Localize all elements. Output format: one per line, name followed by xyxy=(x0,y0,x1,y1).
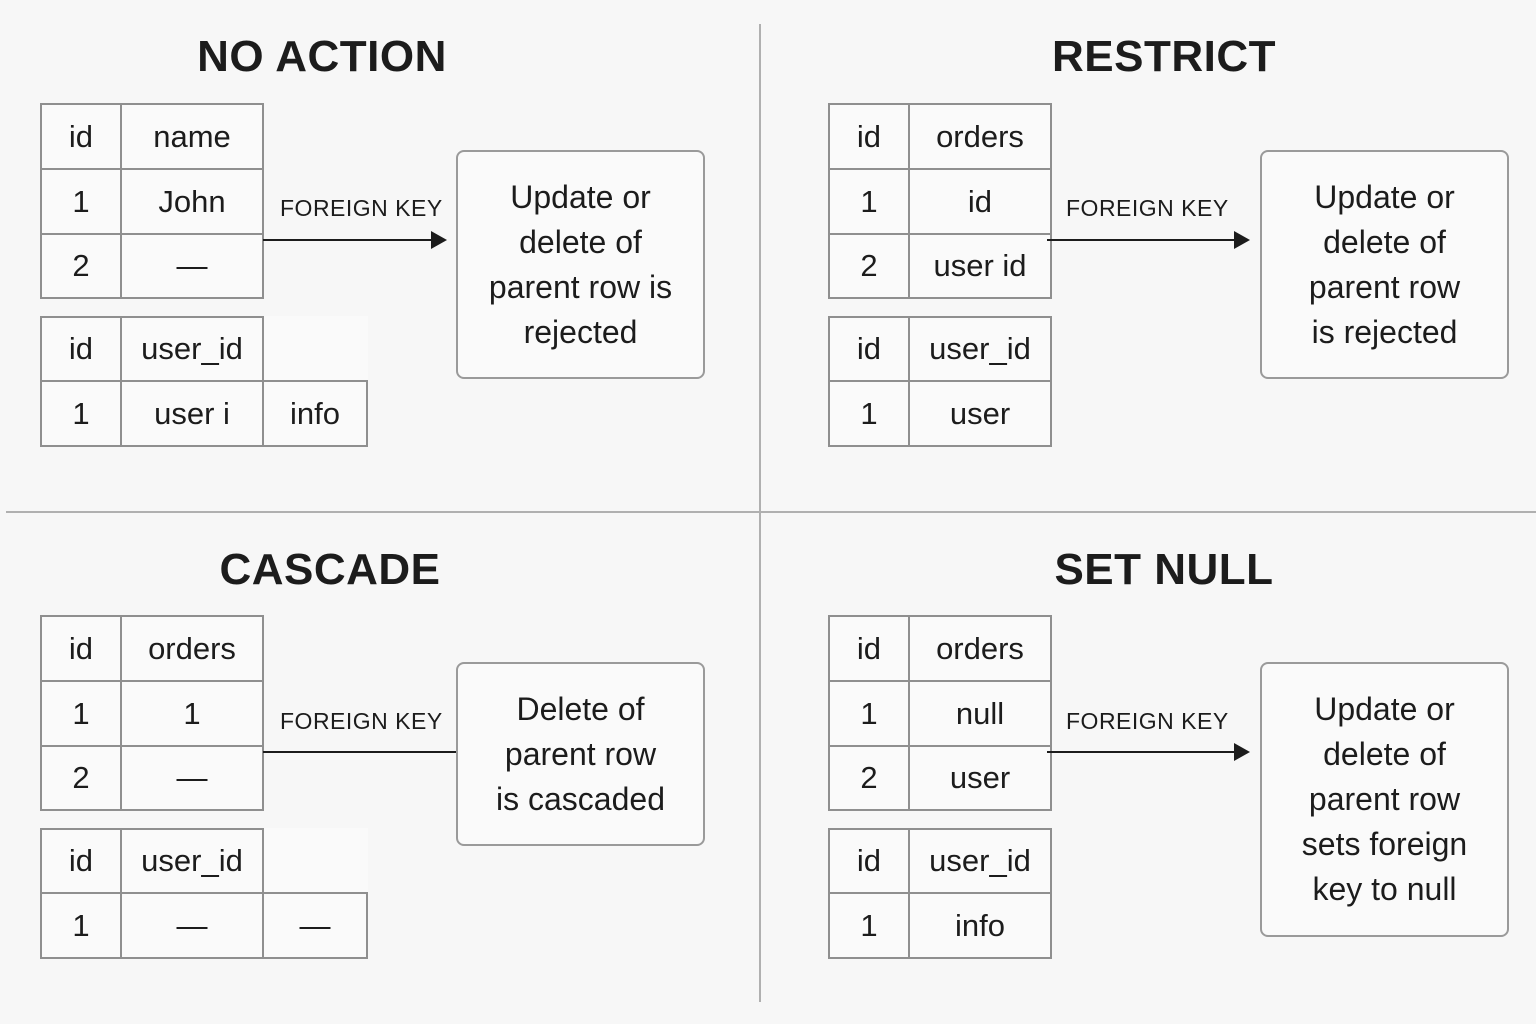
table-row: id name xyxy=(40,103,264,170)
table-row: id user_id xyxy=(828,316,1052,382)
table-row: 2 — xyxy=(40,745,264,811)
foreign-key-label: FOREIGN KEY xyxy=(1066,708,1229,734)
table-row: 1 info xyxy=(828,892,1052,959)
table-cell: — xyxy=(262,892,368,959)
table-row: id orders xyxy=(828,103,1052,170)
child-table: id user_id 1 info xyxy=(828,828,1052,959)
arrow-head-icon xyxy=(1234,743,1250,761)
table-cell: 1 xyxy=(828,168,910,235)
table-cell: id xyxy=(908,168,1052,235)
result-box: Update or delete of parent row is reject… xyxy=(1260,150,1509,379)
table-row: 1 user i info xyxy=(40,380,368,447)
table-cell: id xyxy=(828,316,910,382)
panel-title: RESTRICT xyxy=(1052,32,1276,81)
vertical-divider xyxy=(759,24,761,1002)
table-row: id orders xyxy=(40,615,264,682)
table-cell: id xyxy=(828,103,910,170)
panel-title: NO ACTION xyxy=(197,32,447,81)
table-cell: id xyxy=(40,615,122,682)
result-box: Update or delete of parent row is reject… xyxy=(456,150,705,379)
table-cell: user_id xyxy=(908,828,1052,894)
child-table: id user_id 1 — — xyxy=(40,828,368,959)
result-box: Update or delete of parent row sets fore… xyxy=(1260,662,1509,937)
panel-title: CASCADE xyxy=(219,545,441,594)
table-row: 1 — — xyxy=(40,892,368,959)
arrow-line xyxy=(1047,239,1235,241)
table-cell: id xyxy=(828,828,910,894)
table-row: 2 user id xyxy=(828,233,1052,299)
parent-table: id name 1 John 2 — xyxy=(40,103,264,299)
child-table: id user_id 1 user xyxy=(828,316,1052,447)
table-row: 2 user xyxy=(828,745,1052,811)
horizontal-divider xyxy=(6,511,1536,513)
arrow-head-icon xyxy=(1234,231,1250,249)
empty-cell xyxy=(263,317,367,381)
table-cell: id xyxy=(40,828,122,894)
panel-set-null: SET NULL id orders 1 null 2 user id user… xyxy=(768,512,1536,1024)
table-row: 1 John xyxy=(40,168,264,235)
table-cell: 1 xyxy=(40,680,122,747)
table-cell: 2 xyxy=(40,745,122,811)
table-cell: user i xyxy=(120,380,264,447)
table-cell: orders xyxy=(908,615,1052,682)
table-row: 1 id xyxy=(828,168,1052,235)
panel-cascade: CASCADE id orders 1 1 2 — id user_id 1 —… xyxy=(0,512,768,1024)
table-cell: 1 xyxy=(828,380,910,447)
panel-restrict: RESTRICT id orders 1 id 2 user id id use… xyxy=(768,0,1536,512)
table-cell: 1 xyxy=(40,168,122,235)
table-cell: 2 xyxy=(828,233,910,299)
table-row: id user_id xyxy=(40,828,367,894)
table-cell: id xyxy=(40,103,122,170)
table-cell: John xyxy=(120,168,264,235)
arrow-line xyxy=(263,751,457,753)
table-cell: 2 xyxy=(828,745,910,811)
parent-table: id orders 1 id 2 user id xyxy=(828,103,1052,299)
table-cell: user_id xyxy=(120,316,264,382)
foreign-key-label: FOREIGN KEY xyxy=(280,708,443,734)
table-cell: info xyxy=(262,380,368,447)
empty-cell xyxy=(263,829,367,893)
table-row: 2 — xyxy=(40,233,264,299)
table-cell: — xyxy=(120,233,264,299)
table-cell: 1 xyxy=(828,680,910,747)
table-cell: name xyxy=(120,103,264,170)
table-cell: info xyxy=(908,892,1052,959)
table-cell: user_id xyxy=(120,828,264,894)
arrow-head-icon xyxy=(431,231,447,249)
table-cell: null xyxy=(908,680,1052,747)
table-cell: id xyxy=(828,615,910,682)
table-row: 1 1 xyxy=(40,680,264,747)
panel-title: SET NULL xyxy=(1054,545,1274,594)
table-cell: user xyxy=(908,745,1052,811)
table-cell: id xyxy=(40,316,122,382)
arrow-line xyxy=(1047,751,1235,753)
table-row: id user_id xyxy=(828,828,1052,894)
table-cell: 1 xyxy=(828,892,910,959)
table-cell: orders xyxy=(120,615,264,682)
parent-table: id orders 1 1 2 — xyxy=(40,615,264,811)
arrow-line xyxy=(263,239,432,241)
foreign-key-label: FOREIGN KEY xyxy=(280,195,443,221)
table-cell: user id xyxy=(908,233,1052,299)
table-cell: 2 xyxy=(40,233,122,299)
parent-table: id orders 1 null 2 user xyxy=(828,615,1052,811)
table-row: 1 null xyxy=(828,680,1052,747)
result-box: Delete of parent row is cascaded xyxy=(456,662,705,846)
table-cell: user xyxy=(908,380,1052,447)
table-cell: orders xyxy=(908,103,1052,170)
table-row: id user_id xyxy=(40,316,367,382)
foreign-key-label: FOREIGN KEY xyxy=(1066,195,1229,221)
table-cell: — xyxy=(120,892,264,959)
table-cell: 1 xyxy=(120,680,264,747)
panel-no-action: NO ACTION id name 1 John 2 — id user_id … xyxy=(0,0,768,512)
table-cell: — xyxy=(120,745,264,811)
table-row: id orders xyxy=(828,615,1052,682)
child-table: id user_id 1 user i info xyxy=(40,316,368,447)
table-cell: 1 xyxy=(40,892,122,959)
table-cell: 1 xyxy=(40,380,122,447)
table-row: 1 user xyxy=(828,380,1052,447)
table-cell: user_id xyxy=(908,316,1052,382)
